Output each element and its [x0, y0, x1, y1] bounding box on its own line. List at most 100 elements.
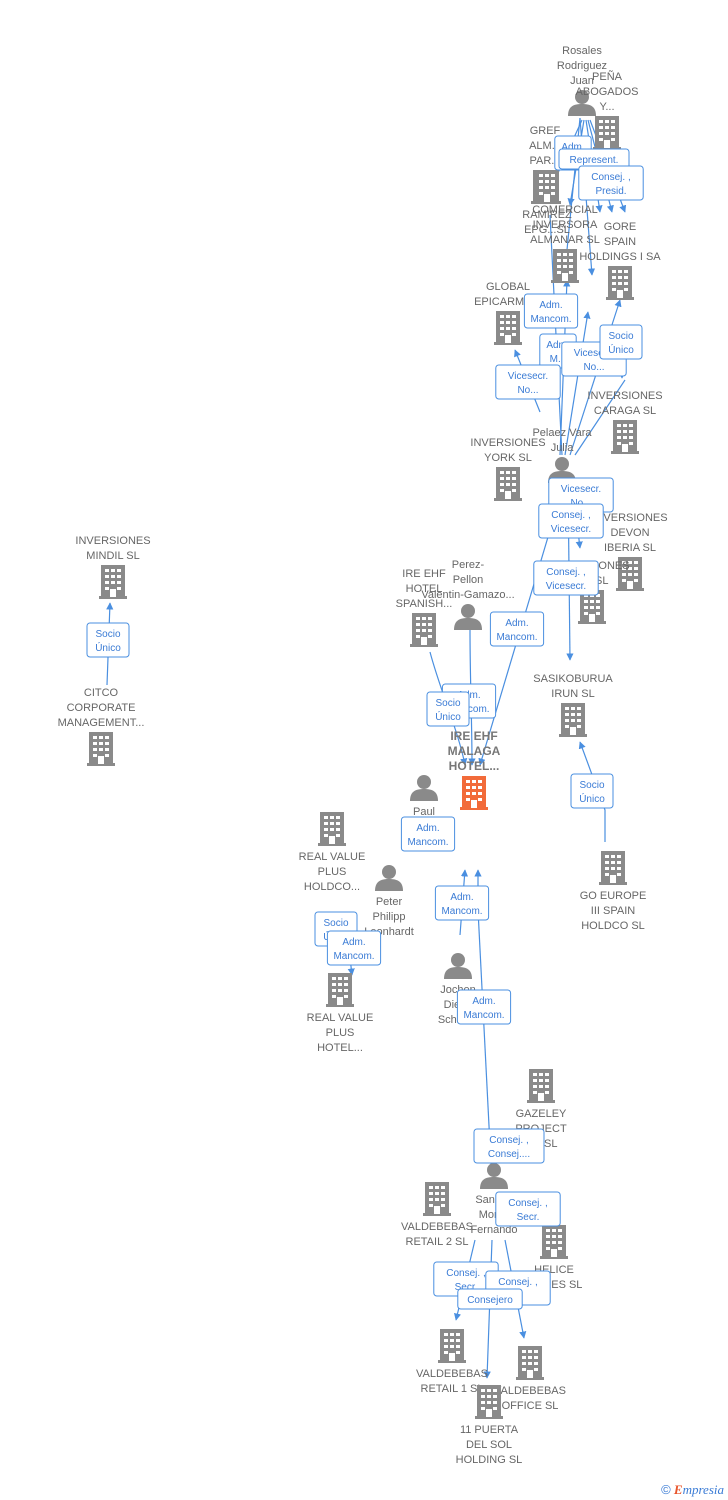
relation-label[interactable]: Vicesecr.No...	[495, 364, 561, 400]
node-perez[interactable]: Perez-PellonValentin-Gamazo...	[421, 559, 515, 630]
building-icon	[551, 249, 579, 283]
relation-label[interactable]: Adm.Mancom.	[523, 293, 579, 329]
relation-text: Consej. ,	[508, 1198, 547, 1209]
relation-text: Mancom.	[441, 906, 482, 917]
node-caraga[interactable]: INVERSIONES CARAGA SL	[587, 390, 663, 454]
node-label-line: REAL VALUE	[299, 851, 366, 863]
relation-text: Adm.	[505, 618, 528, 629]
relation-box	[457, 1288, 523, 1310]
node-label-line: INVERSIONES	[470, 437, 545, 449]
relation-label[interactable]: Consej. ,Consej....	[473, 1128, 545, 1164]
relation-label[interactable]: Consej. ,Vicesecr.	[538, 503, 604, 539]
building-icon	[318, 812, 346, 846]
node-label-line: Valentin-Gamazo...	[421, 589, 514, 601]
node-label-line: REAL VALUE	[307, 1012, 374, 1024]
person-icon	[375, 865, 403, 891]
relation-text: Adm.	[416, 823, 439, 834]
node-label-line: Fernando	[470, 1224, 517, 1236]
relation-box	[599, 324, 643, 360]
relation-text: Único	[608, 343, 634, 356]
node-label-line: GREF	[530, 125, 561, 137]
node-label-line: RAMIREZ	[522, 209, 572, 221]
relation-box	[578, 165, 644, 201]
node-label-line: DEVON	[610, 527, 649, 539]
brand-initial: E	[673, 1482, 683, 1497]
node-label-line: GAZELEY	[516, 1108, 567, 1120]
relation-box	[326, 930, 382, 966]
relation-label[interactable]: Adm.Mancom.	[456, 989, 512, 1025]
node-label-line: Perez-	[452, 559, 485, 571]
building-icon	[438, 1329, 466, 1363]
relation-text: Mancom.	[463, 1010, 504, 1021]
node-label-line: PEÑA	[592, 70, 623, 83]
node-main[interactable]: IRE EHFMALAGAHOTEL...	[448, 729, 501, 810]
relation-label[interactable]: Consejero	[457, 1288, 523, 1310]
relation-label[interactable]: Consej. ,Presid.	[578, 165, 644, 201]
relation-box	[570, 773, 614, 809]
relation-box	[434, 885, 490, 921]
relation-box	[523, 293, 579, 329]
node-gref[interactable]: GREFALM...PAR...	[529, 125, 561, 204]
node-irehotel[interactable]: IRE EHFHOTELSPANISH...	[396, 568, 453, 647]
node-label-line: INVERSIONES	[587, 390, 662, 402]
relation-text: Consej. ,	[498, 1277, 537, 1288]
node-label-line: ALMANAR SL	[530, 234, 600, 246]
node-rvphotel[interactable]: REAL VALUEPLUSHOTEL...	[307, 973, 374, 1054]
node-rvpholdco[interactable]: REAL VALUEPLUSHOLDCO...	[299, 812, 366, 893]
node-label-line: HOLDCO SL	[581, 920, 645, 932]
relation-label[interactable]: Consej. ,Vicesecr.	[533, 560, 599, 596]
node-pena[interactable]: PEÑAABOGADOSY...	[576, 70, 639, 150]
relation-text: Mancom.	[496, 632, 537, 643]
relation-text: Mancom.	[333, 951, 374, 962]
building-icon	[475, 1385, 503, 1419]
node-label-line: HOTEL...	[317, 1042, 363, 1054]
relation-text: Secr.	[455, 1282, 478, 1293]
relation-label[interactable]: Adm. Mancom.	[489, 611, 545, 647]
relation-text: Vicesecr.	[574, 348, 614, 359]
relation-text: Consej. ,	[546, 567, 585, 578]
relation-text: Secr.	[517, 1212, 540, 1223]
relation-label[interactable]: Consej. , Secr.	[495, 1191, 561, 1227]
node-label-line: GLOBAL	[486, 281, 530, 293]
relation-label[interactable]: Adm.Mancom.	[400, 816, 456, 852]
relation-text: Único	[435, 710, 461, 723]
relation-text: Represent.	[570, 155, 619, 166]
node-label-line: ALM...	[529, 140, 561, 152]
node-label-line: GO EUROPE	[580, 890, 647, 902]
relation-label[interactable]: Adm.Mancom.	[434, 885, 490, 921]
node-label-line: CARAGA SL	[594, 405, 656, 417]
node-label-line: IRE EHF	[450, 729, 497, 743]
node-citco[interactable]: CITCOCORPORATEMANAGEMENT...	[58, 687, 145, 766]
person-icon	[444, 953, 472, 979]
node-label-line: RETAIL 1 SL	[421, 1383, 484, 1395]
node-label-line: IRE EHF	[402, 568, 446, 580]
building-icon	[423, 1182, 451, 1216]
brand-name: mpresia	[682, 1482, 724, 1497]
relation-label[interactable]: Adm.Mancom.	[326, 930, 382, 966]
relation-text: Único	[579, 792, 605, 805]
relation-text: Socio	[579, 780, 604, 791]
node-paul[interactable]: Paul	[410, 775, 438, 818]
relation-box	[533, 560, 599, 596]
node-label-line: HOTEL	[406, 583, 443, 595]
